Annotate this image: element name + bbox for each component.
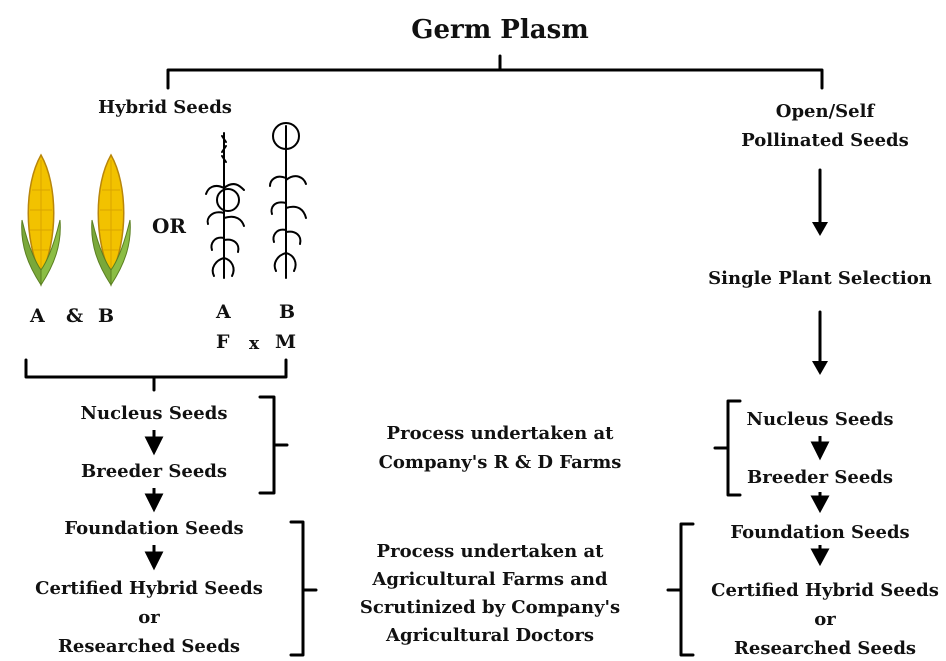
corn-cob-b-icon — [91, 153, 131, 287]
germ-plasm-title: Germ Plasm — [411, 15, 589, 45]
right-ag-bracket — [679, 522, 695, 657]
ag-process-line1: Process undertaken at — [376, 541, 604, 562]
left-nucleus-seeds: Nucleus Seeds — [80, 403, 228, 424]
open-pollinated-heading-line1: Open/Self — [775, 101, 875, 122]
open-pollinated-heading-line2: Pollinated Seeds — [741, 130, 909, 151]
corn-label-b: B — [98, 305, 115, 327]
left-breeder-seeds: Breeder Seeds — [80, 461, 228, 482]
right-foundation-seeds: Foundation Seeds — [730, 522, 910, 543]
left-or-word: or — [138, 607, 160, 628]
right-certified-hybrid-seeds: Certified Hybrid Seeds — [711, 580, 939, 601]
cross-x-label: x — [249, 334, 260, 354]
ag-process-line3: Scrutinized by Company's — [359, 597, 621, 618]
left-researched-seeds: Researched Seeds — [57, 636, 241, 657]
plant-label-b: B — [279, 301, 296, 323]
or-label: OR — [152, 214, 187, 238]
plant-label-m: M — [275, 331, 297, 353]
left-certified-hybrid-seeds: Certified Hybrid Seeds — [35, 578, 263, 599]
left-rd-bracket — [258, 395, 276, 495]
right-or-word: or — [814, 609, 836, 630]
corn-cob-a-icon — [21, 153, 61, 287]
hybrid-seeds-heading: Hybrid Seeds — [98, 97, 232, 118]
plant-label-f: F — [216, 331, 230, 353]
corn-label-a: A — [30, 305, 45, 327]
plant-label-a: A — [216, 301, 231, 323]
right-rd-bracket — [726, 399, 742, 497]
germ-plasm-brace — [166, 68, 824, 90]
female-plant-a-icon — [205, 132, 245, 279]
left-foundation-seeds: Foundation Seeds — [64, 518, 244, 539]
arrow-right-2 — [812, 361, 828, 375]
male-plant-b-icon — [269, 122, 307, 279]
ag-process-line4: Agricultural Doctors — [386, 625, 594, 646]
right-researched-seeds: Researched Seeds — [733, 638, 917, 659]
right-breeder-seeds: Breeder Seeds — [746, 467, 894, 488]
rd-process-line1: Process undertaken at — [386, 423, 614, 444]
right-nucleus-seeds: Nucleus Seeds — [746, 409, 894, 430]
left-ag-bracket — [289, 520, 305, 657]
single-plant-selection: Single Plant Selection — [708, 268, 932, 289]
corn-label-amp: & — [66, 305, 84, 327]
rd-process-line2: Company's R & D Farms — [378, 452, 622, 473]
hybrid-brace — [24, 358, 288, 379]
arrow-right-1 — [812, 222, 828, 236]
ag-process-line2: Agricultural Farms and — [372, 569, 608, 590]
